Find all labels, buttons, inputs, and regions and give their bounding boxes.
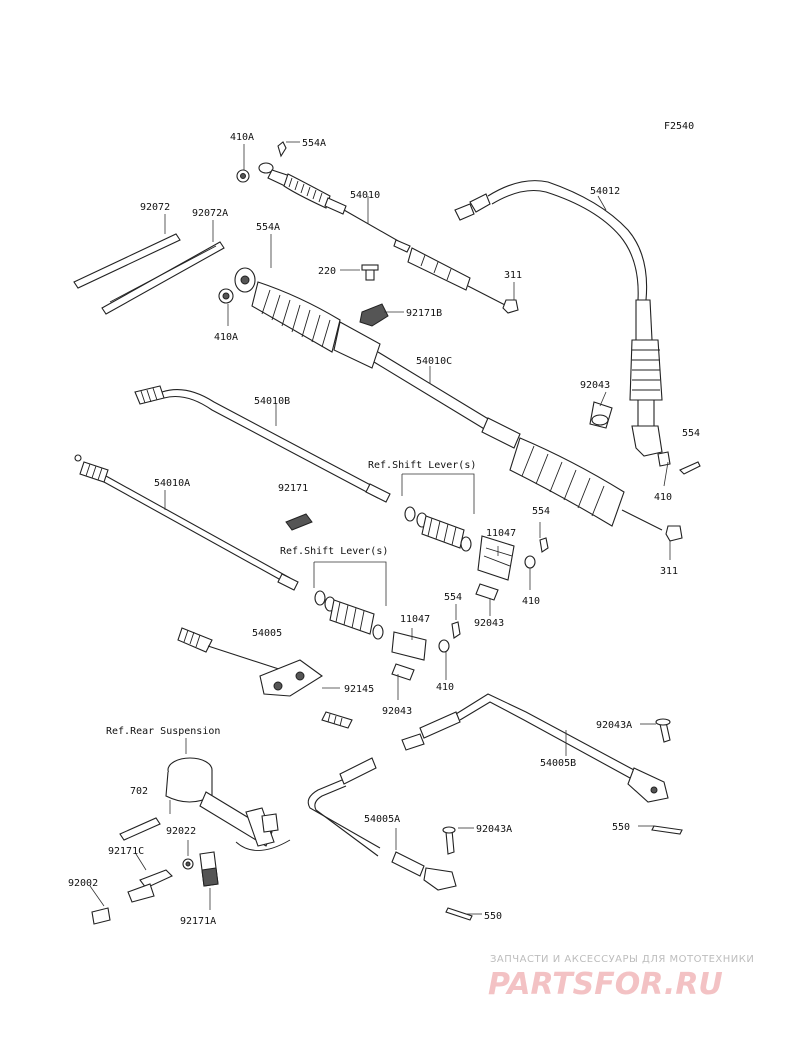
label-550-right[interactable]: 550 <box>612 822 630 833</box>
label-702[interactable]: 702 <box>130 786 148 797</box>
label-54005b[interactable]: 54005B <box>540 758 576 769</box>
cable-54012 <box>454 180 701 475</box>
label-54012[interactable]: 54012 <box>590 186 620 197</box>
cable-54010 <box>236 141 519 327</box>
washer-410-right <box>657 451 671 467</box>
label-11047-b[interactable]: 11047 <box>400 614 430 625</box>
watermark-brand: PARTSFOR.RU <box>488 967 723 1002</box>
label-11047-a[interactable]: 11047 <box>486 528 516 539</box>
label-92072a[interactable]: 92072A <box>192 208 228 219</box>
label-554a-mid[interactable]: 554A <box>256 222 280 233</box>
cable-54005b <box>401 693 683 835</box>
label-92043-low[interactable]: 92043 <box>382 706 412 717</box>
label-92171a[interactable]: 92171A <box>180 916 216 927</box>
label-92171b[interactable]: 92171B <box>406 308 442 319</box>
cable-54010b <box>134 385 391 503</box>
cable-54005a <box>307 757 473 921</box>
label-54010b[interactable]: 54010B <box>254 396 290 407</box>
label-410-right[interactable]: 410 <box>654 492 672 503</box>
diagram-code: F2540 <box>664 121 694 132</box>
cable-ties <box>73 233 225 315</box>
shift-group-2 <box>313 561 461 681</box>
watermark-tagline: ЗАПЧАСТИ И АКСЕССУАРЫ ДЛЯ МОТОТЕХНИКИ <box>490 954 754 965</box>
cable-54010c <box>218 267 683 542</box>
label-92072[interactable]: 92072 <box>140 202 170 213</box>
label-554a-top[interactable]: 554A <box>302 138 326 149</box>
label-92145[interactable]: 92145 <box>344 684 374 695</box>
cable-54010a <box>74 454 299 591</box>
label-410a-mid[interactable]: 410A <box>214 332 238 343</box>
label-311-bottom[interactable]: 311 <box>660 566 678 577</box>
label-ref-shift-lever-2[interactable]: Ref.Shift Lever(s) <box>280 546 388 557</box>
label-ref-shift-lever-1[interactable]: Ref.Shift Lever(s) <box>368 460 476 471</box>
rear-suspension-group <box>91 738 291 925</box>
label-410-mid[interactable]: 410 <box>522 596 540 607</box>
label-92043-right[interactable]: 92043 <box>580 380 610 391</box>
label-ref-rear-suspension[interactable]: Ref.Rear Suspension <box>106 726 220 737</box>
label-220[interactable]: 220 <box>318 266 336 277</box>
label-54005a[interactable]: 54005A <box>364 814 400 825</box>
label-92171c[interactable]: 92171C <box>108 846 144 857</box>
leader-lines <box>89 141 671 915</box>
clip-92171 <box>285 513 313 531</box>
label-54010[interactable]: 54010 <box>350 190 380 201</box>
cable-54005 <box>177 627 353 729</box>
label-54010c[interactable]: 54010C <box>416 356 452 367</box>
label-92043a-top[interactable]: 92043A <box>596 720 632 731</box>
label-92043-mid[interactable]: 92043 <box>474 618 504 629</box>
label-92022[interactable]: 92022 <box>166 826 196 837</box>
watermark: ЗАПЧАСТИ И АКСЕССУАРЫ ДЛЯ МОТОТЕХНИКИ PA… <box>488 954 754 1002</box>
part-labels: F2540 410A 554A 54010 54012 92072 92072A… <box>68 121 700 927</box>
shift-group-1 <box>401 473 549 601</box>
label-410-low[interactable]: 410 <box>436 682 454 693</box>
label-410a-top[interactable]: 410A <box>230 132 254 143</box>
label-54005[interactable]: 54005 <box>252 628 282 639</box>
nut-311-top <box>502 299 519 314</box>
label-554-right[interactable]: 554 <box>682 428 700 439</box>
label-92043a-low[interactable]: 92043A <box>476 824 512 835</box>
label-550-low[interactable]: 550 <box>484 911 502 922</box>
label-554-low[interactable]: 554 <box>444 592 462 603</box>
label-92002[interactable]: 92002 <box>68 878 98 889</box>
label-554-mid[interactable]: 554 <box>532 506 550 517</box>
label-54010a[interactable]: 54010A <box>154 478 190 489</box>
nut-311-bottom <box>665 525 683 542</box>
label-311-top[interactable]: 311 <box>504 270 522 281</box>
label-92171[interactable]: 92171 <box>278 483 308 494</box>
